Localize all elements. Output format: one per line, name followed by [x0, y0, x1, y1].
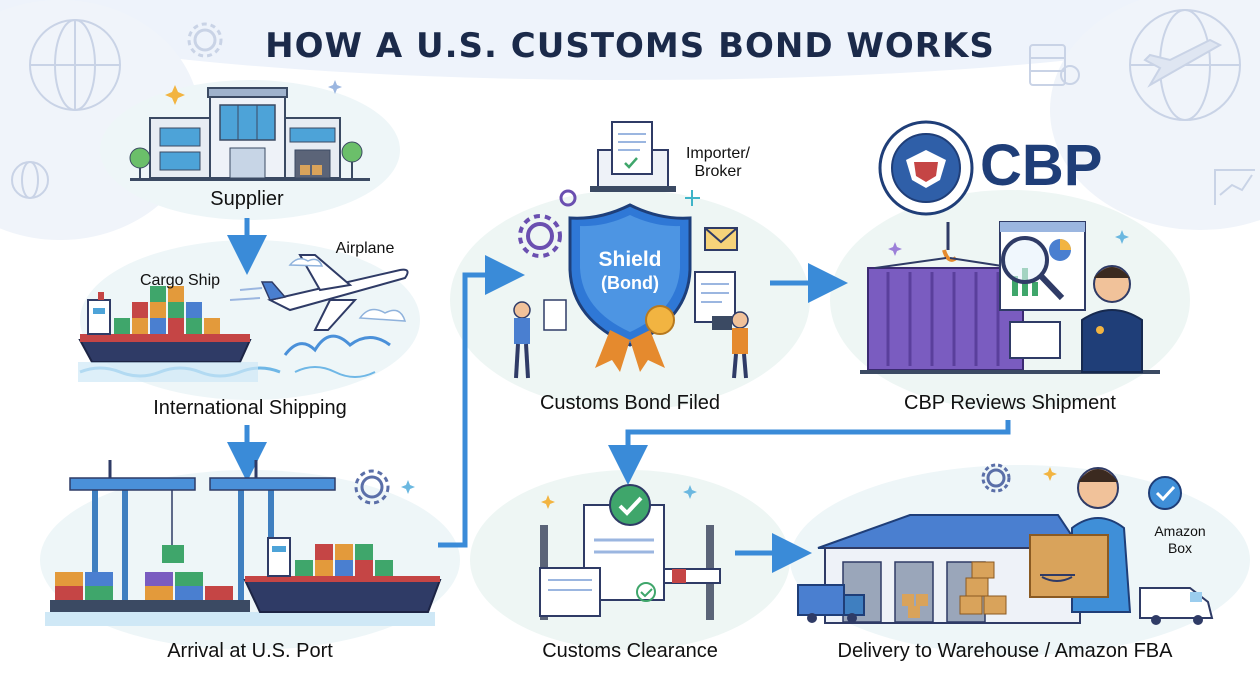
arrow-cbp-to-clearance: [608, 420, 1011, 485]
label-customs-clearance: Customs Clearance: [542, 640, 718, 662]
airplane: [229, 254, 409, 378]
gear-icon: [187, 22, 223, 58]
label-importer-broker-2: Broker: [694, 163, 742, 180]
clearance-scene: [539, 484, 721, 620]
plane-globe-icon: [1129, 9, 1241, 121]
globe-small-icon: [11, 161, 49, 199]
warehouse-scene: [797, 463, 1214, 625]
customs-bond-scene: [513, 121, 749, 379]
shield-label-1: Shield: [598, 248, 662, 271]
chart-icon: [1214, 169, 1255, 205]
label-amazon-box-1: Amazon: [1154, 523, 1206, 539]
label-customs-bond-filed: Customs Bond Filed: [539, 392, 721, 414]
cargo-ship: [78, 286, 281, 382]
label-amazon-box-2: Box: [1167, 540, 1193, 556]
label-cargo-ship: Cargo Ship: [139, 272, 221, 289]
cbp-review-scene: [860, 221, 1160, 374]
label-international-shipping: International Shipping: [153, 397, 347, 419]
arrow-port-to-bond: [438, 255, 525, 548]
server-icon: [1029, 44, 1080, 86]
label-importer-broker-1: Importer/: [685, 145, 750, 162]
label-arrival-us-port: Arrival at U.S. Port: [167, 640, 333, 662]
label-cbp-reviews-shipment: CBP Reviews Shipment: [904, 392, 1116, 414]
page-title: HOW A U.S. CUSTOMS BOND WORKS: [265, 26, 995, 66]
label-supplier: Supplier: [210, 188, 284, 210]
supplier-building: [129, 80, 370, 181]
shield-label-2: (Bond): [601, 273, 659, 293]
label-delivery-warehouse: Delivery to Warehouse / Amazon FBA: [837, 640, 1173, 662]
label-airplane: Airplane: [335, 240, 395, 257]
cbp-seal: [878, 120, 974, 216]
globe-icon: [29, 19, 121, 111]
cbp-acronym: CBP: [980, 133, 1103, 198]
port-scene: [45, 460, 442, 626]
